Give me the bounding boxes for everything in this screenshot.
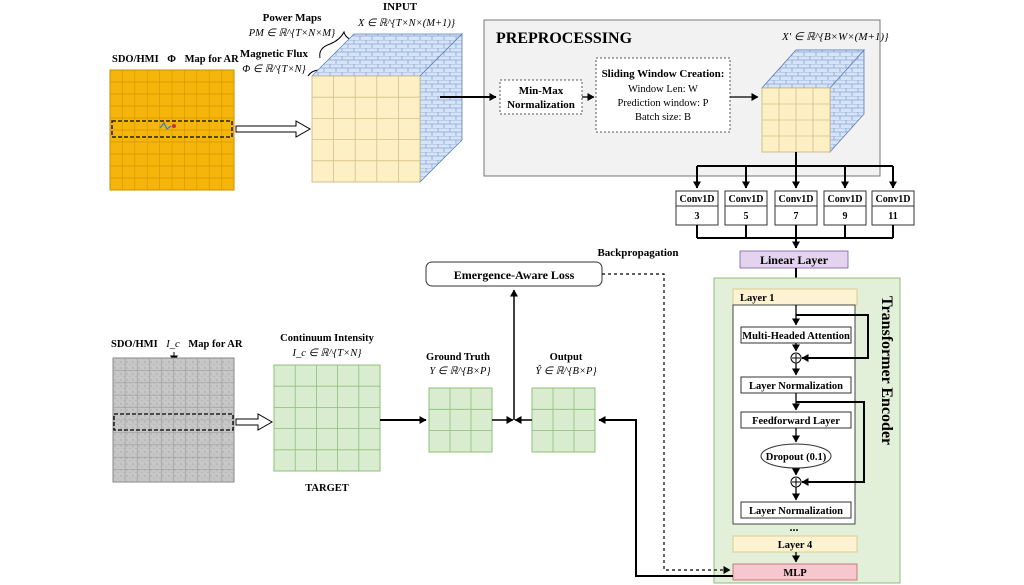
power-maps-title: Power Maps <box>263 12 322 24</box>
conv1d-label: Conv1D <box>679 194 714 205</box>
conv1d-kernel-size: 9 <box>843 211 848 222</box>
backprop-label: Backpropagation <box>597 247 678 259</box>
loss-merge-arrows <box>492 289 532 424</box>
linear-layer-box <box>739 250 849 269</box>
magnetic-flux-math: Φ ∈ ℝ^{T×N} <box>242 64 306 75</box>
add-circle-1 <box>790 352 802 364</box>
linear-layer-label: Linear Layer <box>760 253 829 267</box>
add-circle-2 <box>790 476 802 488</box>
sliding-pred: Prediction window: P <box>618 98 709 109</box>
layernorm-1-label: Layer Normalization <box>749 381 843 392</box>
conv1d-kernel-size: 3 <box>695 211 700 222</box>
hollow-arrow-bottom <box>235 413 274 431</box>
minmax-line1: Min-Max <box>519 85 564 97</box>
conv1d-label: Conv1D <box>778 194 813 205</box>
target-label: TARGET <box>305 483 349 494</box>
ground-truth-title: Ground Truth <box>426 352 490 363</box>
magnetic-flux-title: Magnetic Flux <box>240 48 309 60</box>
conv1d-row: Conv1D 3 Conv1D 5 Conv1D 7 Conv1D 9 Conv1D 11 <box>675 166 915 238</box>
output-title: Output <box>550 352 583 363</box>
input-cube <box>311 33 463 183</box>
layernorm-1-box: Layer Normalization <box>740 376 852 394</box>
feedforward-box: Feedforward Layer <box>740 411 852 429</box>
input-title: INPUT <box>383 1 418 13</box>
layernorm-2-label: Layer Normalization <box>749 506 843 517</box>
xprime-cube <box>761 48 865 154</box>
residual-arrows <box>796 314 869 486</box>
conv1d-box-7: Conv1D 7 <box>774 166 818 238</box>
layer1-label: Layer 1 <box>740 293 775 304</box>
xprime-math: X′ ∈ ℝ^{B×W×(M+1)} <box>781 31 889 43</box>
mha-box: Multi-Headed Attention <box>740 326 852 344</box>
ground-truth-math: Y ∈ ℝ^{B×P} <box>429 366 491 377</box>
mlp-box <box>732 563 858 581</box>
minmax-line2: Normalization <box>507 99 575 111</box>
minmax-box: Min-Max Normalization <box>499 79 583 115</box>
arrow-mlp-to-output <box>598 416 733 577</box>
preprocessing-title: PREPROCESSING <box>496 30 633 47</box>
feedforward-label: Feedforward Layer <box>752 416 840 427</box>
conv1d-label: Conv1D <box>728 194 763 205</box>
sdo-ic-label: SDO/HMI I_c Map for AR <box>111 339 243 350</box>
layer4-label: Layer 4 <box>778 540 813 551</box>
ellipsis: ... <box>790 520 799 534</box>
output-grid <box>531 387 596 453</box>
power-maps-math: PM ∈ ℝ^{T×N×M} <box>248 28 336 39</box>
sdo-phi-label: SDO/HMI Φ Map for AR <box>112 54 239 65</box>
layernorm-2-box: Layer Normalization <box>740 501 852 519</box>
loss-label: Emergence-Aware Loss <box>454 268 575 282</box>
sliding-title: Sliding Window Creation: <box>602 68 725 80</box>
sliding-window-box: Sliding Window Creation: Window Len: W P… <box>595 57 731 133</box>
mlp-label: MLP <box>783 568 807 579</box>
dropout-node: Dropout (0.1) <box>760 443 832 469</box>
ground-truth-grid <box>428 387 493 453</box>
continuum-title: Continuum Intensity <box>280 333 374 344</box>
brace-power-maps <box>319 30 357 59</box>
conv1d-kernel-size: 5 <box>744 211 749 222</box>
conv1d-box-3: Conv1D 3 <box>675 166 719 238</box>
conv1d-kernel-size: 7 <box>794 211 799 222</box>
conv1d-box-9: Conv1D 9 <box>823 166 867 238</box>
layer4-band <box>732 535 858 553</box>
mha-label: Multi-Headed Attention <box>742 331 850 342</box>
output-math: Ŷ ∈ ℝ^{B×P} <box>535 365 597 377</box>
transformer-encoder-label: Transformer Encoder <box>878 296 895 445</box>
continuum-math: I_c ∈ ℝ^{T×N} <box>292 348 363 359</box>
hollow-arrow-top <box>235 120 312 138</box>
dropout-label: Dropout (0.1) <box>766 452 827 463</box>
sdo-ic-map <box>112 357 235 483</box>
backprop-dashed-arrow <box>602 273 731 574</box>
conv1d-kernel-size: 11 <box>888 211 897 222</box>
conv1d-label: Conv1D <box>875 194 910 205</box>
sliding-len: Window Len: W <box>628 84 698 95</box>
sdo-phi-map <box>109 69 235 191</box>
conv1d-box-5: Conv1D 5 <box>724 166 768 238</box>
conv1d-label: Conv1D <box>827 194 862 205</box>
input-math: X ∈ ℝ^{T×N×(M+1)} <box>357 18 456 29</box>
conv-merge <box>697 237 893 249</box>
conv1d-box-11: Conv1D 11 <box>871 166 915 238</box>
target-grid <box>273 364 381 472</box>
sliding-batch: Batch size: B <box>635 112 691 123</box>
